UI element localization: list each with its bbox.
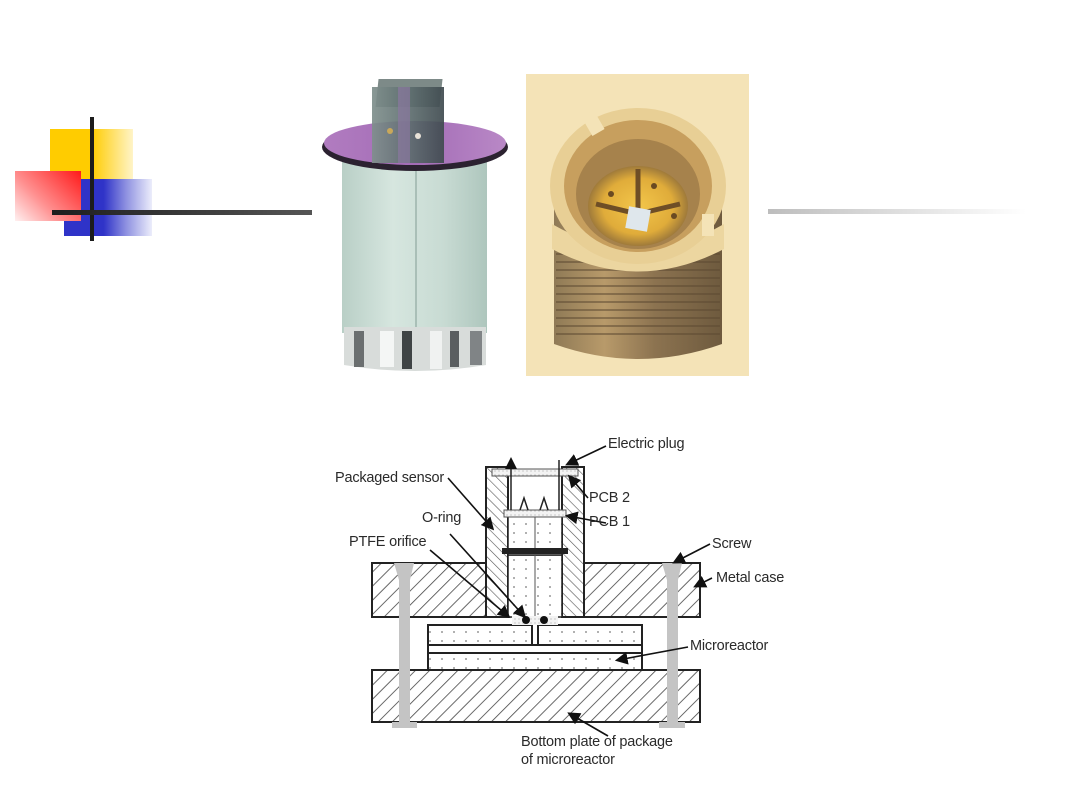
label-pcb1: PCB 1 bbox=[589, 514, 630, 530]
microreactor-part bbox=[427, 624, 643, 671]
label-metal-case: Metal case bbox=[716, 570, 785, 586]
metal-case-photo bbox=[526, 74, 749, 376]
label-packaged-sensor: Packaged sensor bbox=[335, 470, 445, 486]
label-o-ring: O-ring bbox=[422, 510, 462, 526]
screw-parts bbox=[392, 563, 685, 728]
metal-case-part bbox=[371, 562, 701, 618]
label-electric-plug: Electric plug bbox=[608, 436, 685, 452]
microreactor-package-cross-section: Electric plug Packaged sensor PCB 2 PCB … bbox=[330, 430, 810, 765]
label-bottom-plate: Bottom plate of package bbox=[521, 734, 673, 750]
label-pcb2: PCB 2 bbox=[589, 490, 630, 506]
label-bottom-plate-cont: of microreactor bbox=[521, 752, 615, 765]
logo-vertical-line bbox=[90, 117, 94, 241]
title-divider-right bbox=[768, 209, 1026, 214]
bottom-plate-part bbox=[371, 669, 701, 723]
packaged-sensor-housing bbox=[485, 457, 585, 625]
label-ptfe-orifice: PTFE orifice bbox=[349, 534, 427, 550]
label-microreactor: Microreactor bbox=[690, 638, 769, 654]
label-screw: Screw bbox=[712, 536, 752, 552]
cross-section-drawing bbox=[371, 445, 713, 737]
title-divider-left bbox=[52, 210, 312, 215]
packaged-sensor-photo bbox=[322, 79, 508, 371]
